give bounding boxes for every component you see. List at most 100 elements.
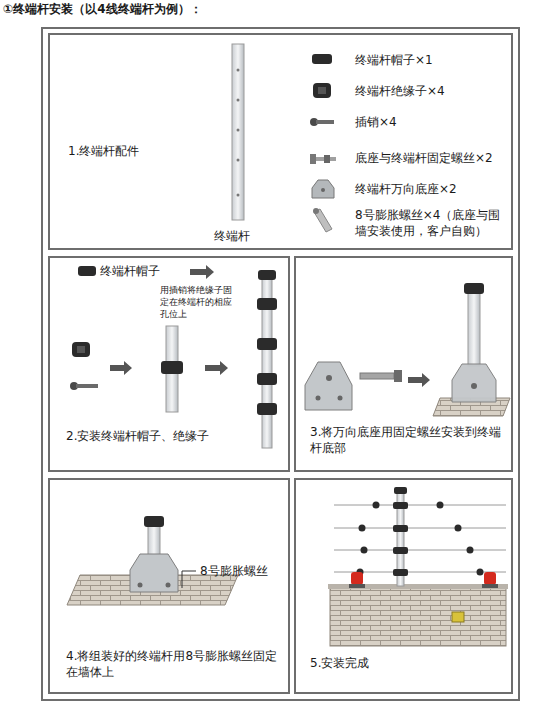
fence-wires [334, 550, 506, 551]
pole-figure [232, 44, 244, 220]
pole-figure [393, 525, 408, 532]
cap-icon [312, 54, 332, 64]
arrow [408, 373, 430, 387]
step-caption: 1.终端杆配件 [68, 143, 248, 159]
wall-figure [328, 584, 508, 646]
pole-figure [455, 525, 462, 532]
pole-figure [161, 326, 183, 412]
pole-figure [232, 44, 244, 220]
pin-icon [316, 120, 334, 124]
step-caption: 3.将万向底座用固定螺丝安装到终端杆底部 [310, 424, 506, 456]
insulator-icon [313, 83, 331, 98]
pole-figure [257, 270, 277, 448]
leader-line [182, 571, 196, 588]
base-figure [326, 375, 332, 381]
screw-figure [394, 370, 402, 382]
part-name: 8号膨胀螺丝×4（底座与围墙安装使用，客户自购） [355, 207, 507, 239]
wall-figure [328, 584, 508, 589]
pin-icon [76, 384, 98, 388]
part-name: 终端杆帽子×1 [355, 52, 433, 68]
step-panel: 5.安装完成 [294, 478, 513, 694]
step-caption: 5.安装完成 [310, 655, 506, 671]
pole-figure [393, 569, 408, 576]
step-caption: 4.将组装好的终端杆用8号膨胀螺丝固定在墙体上 [66, 648, 278, 680]
screw-icon [310, 154, 336, 164]
pole-figure [237, 194, 240, 197]
base-figure [316, 396, 321, 401]
callout-note: 用插销将绝缘子固定在终端杆的相应孔位上 [160, 284, 232, 320]
insulator-icon [72, 342, 90, 357]
pole-figure [394, 487, 407, 494]
pin-icon [70, 382, 98, 390]
insulator-icon [318, 87, 326, 94]
installed-pole-figure [130, 554, 178, 592]
pole-figure [393, 547, 408, 554]
cap-icon [312, 54, 332, 64]
insulator-icon [72, 342, 90, 357]
alarm-light [351, 572, 363, 585]
assembled-figure [471, 383, 477, 389]
assembled-figure [433, 283, 510, 416]
installed-pole-figure [144, 516, 164, 527]
arrow [190, 265, 214, 279]
outer-frame [42, 28, 519, 700]
alarm-light [482, 584, 498, 588]
base-figure [305, 362, 352, 410]
pole-figure [257, 403, 277, 415]
insulator-icon [77, 346, 85, 353]
screw-figure [360, 370, 402, 382]
part-name: 底座与终端杆固定螺丝×2 [355, 150, 493, 166]
pole-figure [257, 298, 277, 310]
insulator-icon [313, 83, 331, 98]
pole-figure [437, 502, 444, 509]
step-panel: 4.将组装好的终端杆用8号膨胀螺丝固定在墙体上 [48, 478, 290, 694]
base-icon [312, 180, 334, 198]
pole-figure [373, 502, 380, 509]
pole-figure [257, 373, 277, 385]
screw-figure [360, 373, 394, 379]
pole-figure [237, 159, 240, 162]
alarm-light [349, 584, 365, 588]
part-name: 8号膨胀螺丝 [200, 563, 268, 579]
installed-pole-figure [67, 516, 238, 605]
arrow [190, 265, 214, 279]
part-name: 终端杆帽子 [100, 263, 160, 279]
title: ①终端杆安装（以4线终端杆为例）： [3, 1, 202, 18]
assembled-figure [468, 292, 480, 366]
part-name: 终端杆万向底座×2 [355, 181, 457, 197]
pole-figure [361, 547, 368, 554]
part-name: 终端杆绝缘子×4 [355, 83, 445, 99]
pin-icon [310, 118, 334, 126]
wall-figure [452, 612, 464, 622]
base-figure [305, 362, 352, 410]
fence-wires [334, 505, 506, 506]
pole-figure [359, 525, 366, 532]
arrow [110, 361, 132, 375]
arrow [110, 361, 132, 375]
base-figure [338, 396, 343, 401]
alarm-light [484, 572, 496, 585]
expansion-bolt-icon [313, 208, 332, 232]
pole-figure [237, 69, 240, 72]
installed-pole-figure [148, 525, 160, 557]
part-name: 插销×4 [355, 114, 397, 130]
expansion-bolt-icon [314, 209, 332, 232]
pole-figure [257, 338, 277, 350]
step-caption: 2.安装终端杆帽子、绝缘子 [66, 428, 278, 444]
assembled-figure [452, 364, 496, 402]
arrow [205, 361, 228, 375]
pole-figure [357, 487, 484, 586]
cap-icon [78, 266, 96, 276]
installed-pole-figure [166, 583, 171, 588]
assembled-figure [464, 283, 484, 294]
pole-figure [258, 270, 276, 280]
pole-figure [237, 129, 240, 132]
arrow [408, 373, 430, 387]
outer-frame [42, 28, 519, 700]
part-name: 终端杆 [214, 228, 250, 244]
pole-figure [477, 569, 484, 576]
pole-figure [161, 361, 183, 374]
pole-figure [393, 502, 408, 509]
